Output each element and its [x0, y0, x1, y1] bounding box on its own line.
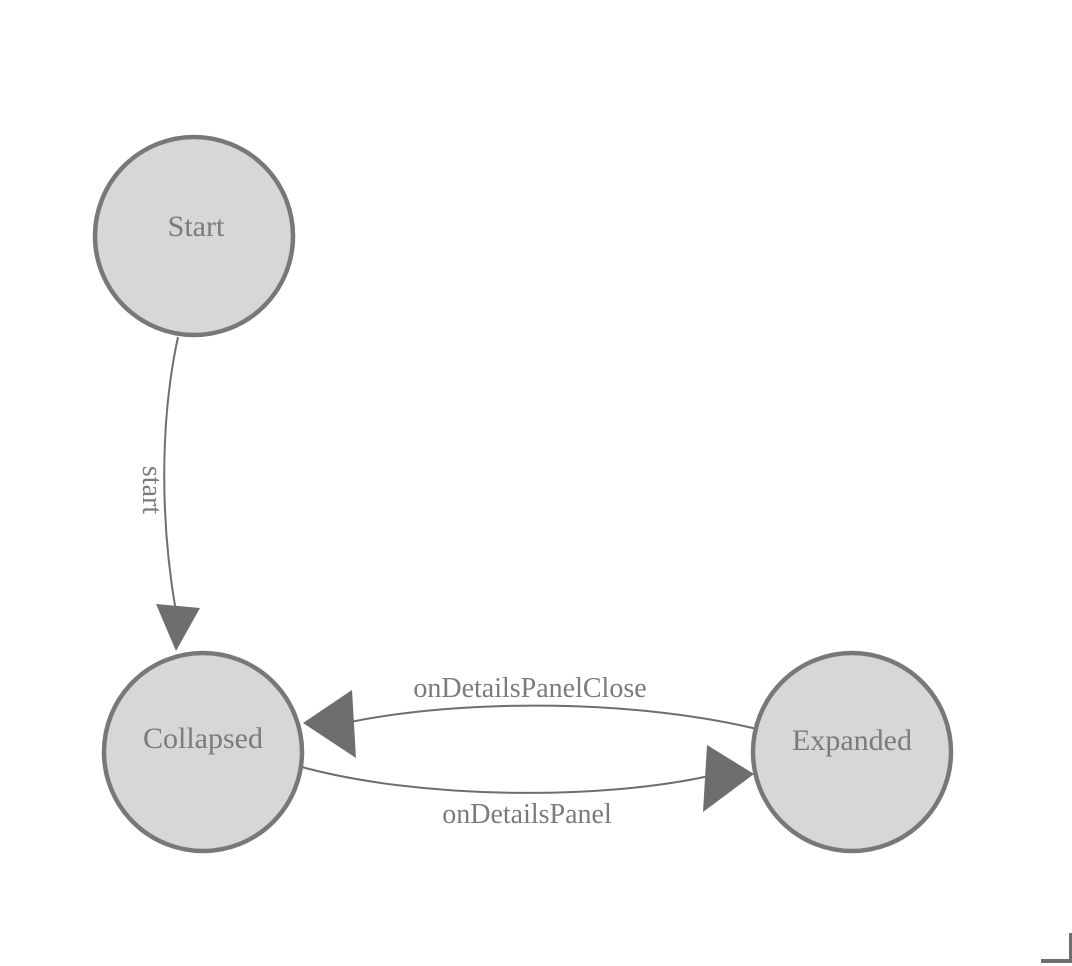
- node-start[interactable]: Start: [92, 134, 296, 338]
- edge-label-on-details-panel: onDetailsPanel: [442, 799, 612, 830]
- node-collapsed[interactable]: Collapsed: [101, 650, 305, 854]
- edge-start-to-collapsed[interactable]: start: [136, 336, 200, 651]
- edge-collapsed-to-expanded[interactable]: onDetailsPanel: [297, 745, 754, 830]
- edge-collapsed-to-expanded-line: [297, 765, 710, 794]
- node-expanded[interactable]: Expanded: [750, 650, 954, 854]
- arrowhead-left-into-collapsed: [303, 690, 356, 758]
- arrowhead-down-into-collapsed: [156, 604, 200, 651]
- arrowhead-right-into-expanded: [703, 745, 754, 812]
- edge-label-start: start: [136, 466, 167, 514]
- edge-expanded-to-collapsed[interactable]: onDetailsPanelClose: [303, 673, 762, 758]
- edge-label-on-details-panel-close: onDetailsPanelClose: [413, 673, 646, 704]
- resize-corner-vertical-mark[interactable]: [1069, 933, 1072, 963]
- node-start-circle: [92, 134, 296, 338]
- edge-start-to-collapsed-line: [163, 336, 179, 613]
- node-collapsed-circle: [101, 650, 305, 854]
- node-expanded-label: Expanded: [792, 724, 912, 757]
- edge-expanded-to-collapsed-line: [349, 704, 762, 731]
- resize-corner-horizontal-mark[interactable]: [1041, 959, 1072, 963]
- node-collapsed-label: Collapsed: [143, 722, 263, 755]
- node-expanded-circle: [750, 650, 954, 854]
- node-start-label: Start: [168, 210, 225, 243]
